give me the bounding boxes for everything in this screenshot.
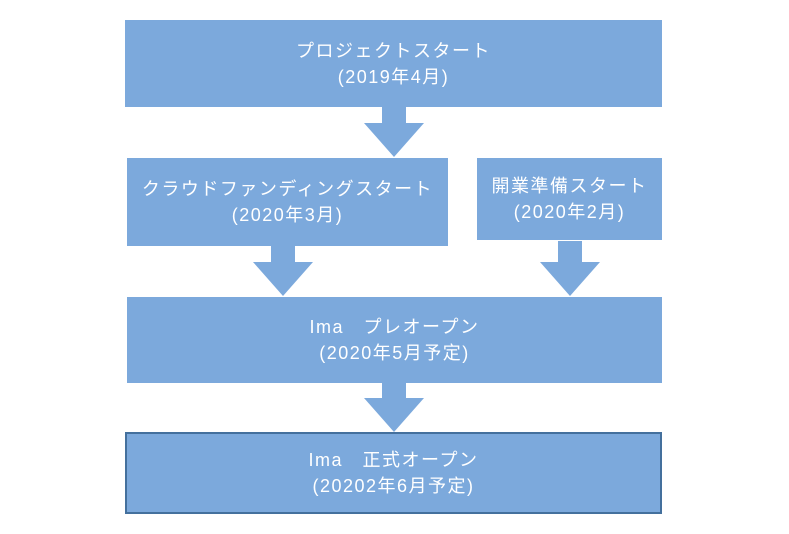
down-arrow-project-to-crowdfunding [363, 107, 424, 157]
down-arrow-crowdfunding-to-preopen [252, 245, 313, 296]
node-title: Ima プレオープン [309, 317, 480, 337]
arrow-stem [381, 107, 406, 123]
node-title: 開業準備スタート [491, 176, 648, 196]
node-date: (2020年5月予定) [319, 343, 470, 363]
down-arrow-preopen-to-grandopen [363, 383, 424, 432]
node-date: (2020年3月) [231, 205, 344, 225]
arrow-head-icon [363, 398, 424, 432]
arrow-head-icon [252, 262, 313, 296]
down-arrow-prep-to-preopen [539, 241, 600, 296]
arrow-head-icon [363, 123, 424, 157]
node-project-start: プロジェクトスタート (2019年4月) [125, 20, 662, 107]
arrow-stem [270, 245, 295, 262]
node-title: プロジェクトスタート [296, 40, 491, 61]
node-title: クラウドファンディングスタート [141, 179, 434, 199]
node-crowdfunding-start: クラウドファンディングスタート (2020年3月) [127, 158, 448, 246]
node-grand-open: Ima 正式オープン (20202年6月予定) [125, 432, 662, 514]
node-title: Ima 正式オープン [308, 450, 479, 470]
arrow-stem [381, 383, 406, 398]
node-date: (2019年4月) [337, 66, 450, 87]
arrow-stem [557, 241, 582, 262]
node-opening-prep-start: 開業準備スタート (2020年2月) [477, 158, 662, 240]
node-date: (20202年6月予定) [312, 476, 475, 496]
arrow-head-icon [539, 262, 600, 296]
node-pre-open: Ima プレオープン (2020年5月予定) [127, 297, 662, 383]
node-date: (2020年2月) [513, 202, 626, 222]
